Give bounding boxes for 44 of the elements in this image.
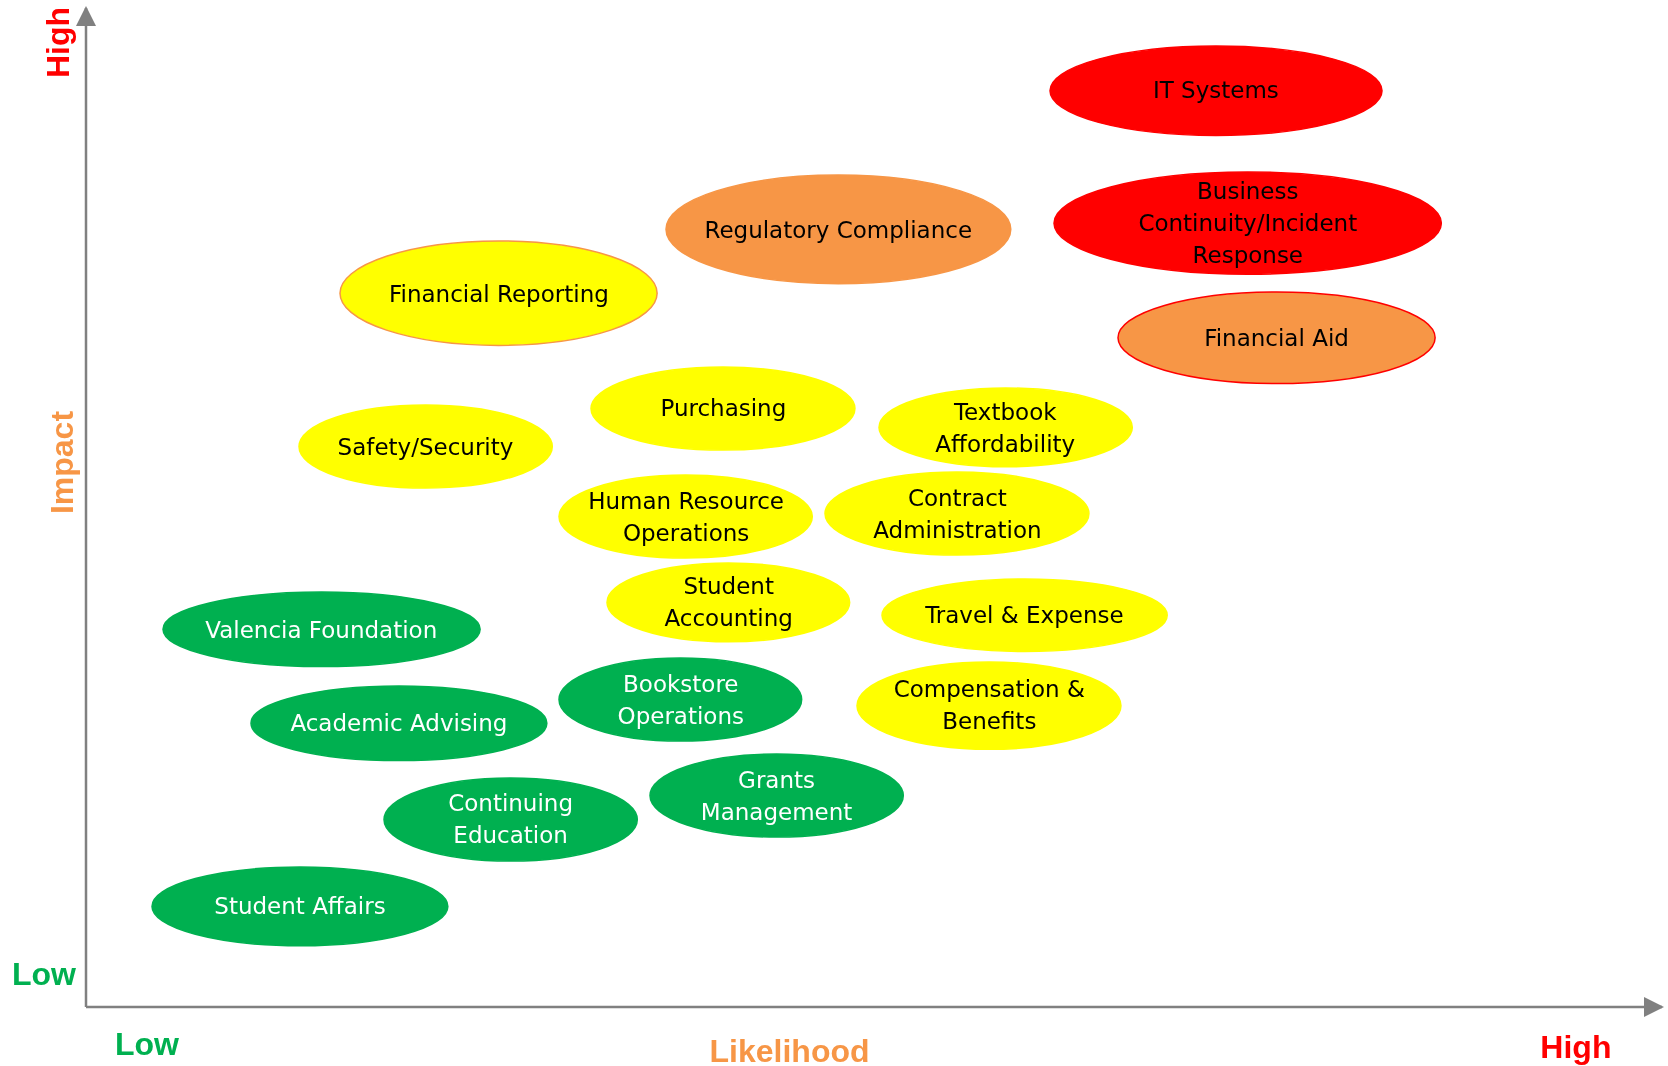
risk-label: Continuing Education bbox=[447, 789, 574, 851]
risk-ellipse bbox=[856, 660, 1123, 750]
risk-ellipse bbox=[824, 471, 1091, 557]
axis-low-label: Low bbox=[12, 956, 76, 994]
risk-label: IT Systems bbox=[1151, 76, 1280, 106]
risk-ellipse bbox=[151, 865, 449, 947]
risk-ellipse bbox=[648, 753, 905, 839]
risk-ellipse bbox=[161, 591, 481, 669]
risk-ellipse bbox=[1053, 171, 1443, 276]
risk-label: Travel & Expense bbox=[924, 600, 1125, 630]
risk-ellipse bbox=[590, 365, 857, 452]
axis-title: Impact bbox=[43, 411, 81, 515]
risk-label: Purchasing bbox=[659, 394, 788, 424]
axis-high-label: High bbox=[1540, 1029, 1612, 1066]
risk-label: Academic Advising bbox=[289, 709, 509, 739]
risk-ellipse bbox=[382, 776, 639, 862]
risk-ellipse bbox=[1116, 291, 1437, 386]
risk-ellipse bbox=[297, 404, 554, 490]
risk-label: Safety/Security bbox=[336, 432, 515, 462]
risk-ellipse bbox=[558, 474, 814, 560]
axis-low-label: Low bbox=[114, 1026, 179, 1064]
risk-label: Grants Management bbox=[699, 765, 854, 827]
risk-ellipse bbox=[664, 174, 1012, 286]
risk-label: Regulatory Compliance bbox=[703, 215, 974, 245]
risk-label: Textbook Affordability bbox=[934, 397, 1077, 459]
risk-ellipse bbox=[1048, 44, 1383, 137]
risk-label: Valencia Foundation bbox=[204, 615, 439, 645]
risk-ellipse bbox=[339, 240, 659, 347]
risk-label: Student Accounting bbox=[663, 572, 794, 634]
risk-label: Student Affairs bbox=[213, 892, 387, 922]
risk-label: Compensation & Benefits bbox=[892, 675, 1086, 737]
risk-ellipse bbox=[606, 561, 851, 643]
axis-title: Likelihood bbox=[709, 1032, 870, 1066]
risk-label: Bookstore Operations bbox=[616, 669, 745, 731]
risk-ellipse bbox=[250, 685, 548, 762]
risk-label: Financial Aid bbox=[1203, 324, 1350, 354]
risk-label: Financial Reporting bbox=[388, 279, 610, 309]
risk-ellipse bbox=[877, 387, 1133, 469]
risk-ellipse bbox=[558, 657, 804, 743]
risk-label: Contract Administration bbox=[872, 483, 1043, 545]
risk-ellipse bbox=[880, 577, 1168, 653]
risk-label: Business Continuity/Incident Response bbox=[1137, 177, 1359, 271]
axis-high-label: High bbox=[39, 7, 77, 79]
risk-label: Human Resource Operations bbox=[587, 487, 785, 548]
